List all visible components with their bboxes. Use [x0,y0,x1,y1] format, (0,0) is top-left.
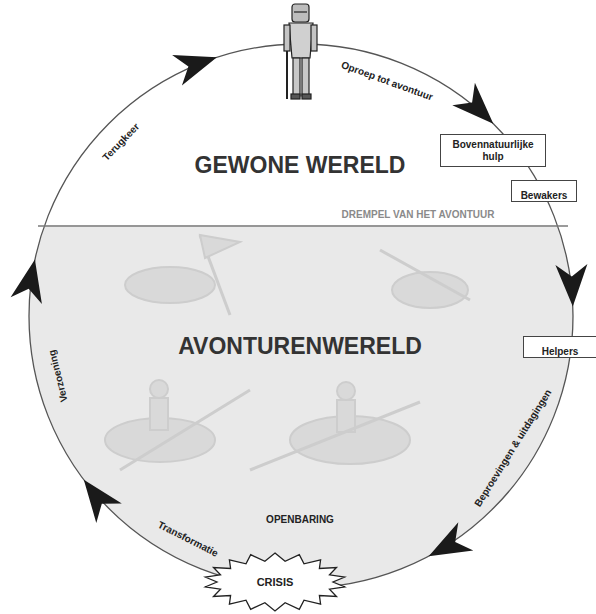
adventure-region [29,225,573,588]
crisis-text: CRISIS [257,576,294,589]
box-text: Bovennatuurlijke hulp [447,139,539,162]
threshold-label: DREMPEL VAN HET AVONTUUR [342,209,495,221]
cycle-arrowhead [452,83,493,124]
threshold-line [38,225,568,227]
crisis-starburst: CRISIS [203,552,347,612]
journey-circle [29,44,573,588]
helper-box: Bovennatuurlijke hulp [440,134,546,167]
arrowhead-group [11,55,588,556]
battle-illustration [105,235,470,470]
box-text: Bewakers [521,190,568,202]
cycle-arrowhead [555,264,587,307]
helper-box: Helpers [523,336,596,358]
helper-box: Bewakers [511,180,577,202]
cycle-arrowhead [172,55,217,85]
cycle-arrowhead [429,522,474,556]
stage-label: Oproep tot avontuur [339,59,434,103]
world-title: GEWONE WERELD [195,152,406,178]
stage-label: Terugkeer [100,121,141,163]
knight-figure [284,4,317,99]
world-title: AVONTURENWERELD [178,333,422,359]
cycle-arrowhead [84,480,122,523]
cycle-arrowhead [11,259,42,304]
box-text: Helpers [542,346,579,358]
starburst-outline [205,553,345,611]
stage-label: OPENBARING [266,514,334,526]
